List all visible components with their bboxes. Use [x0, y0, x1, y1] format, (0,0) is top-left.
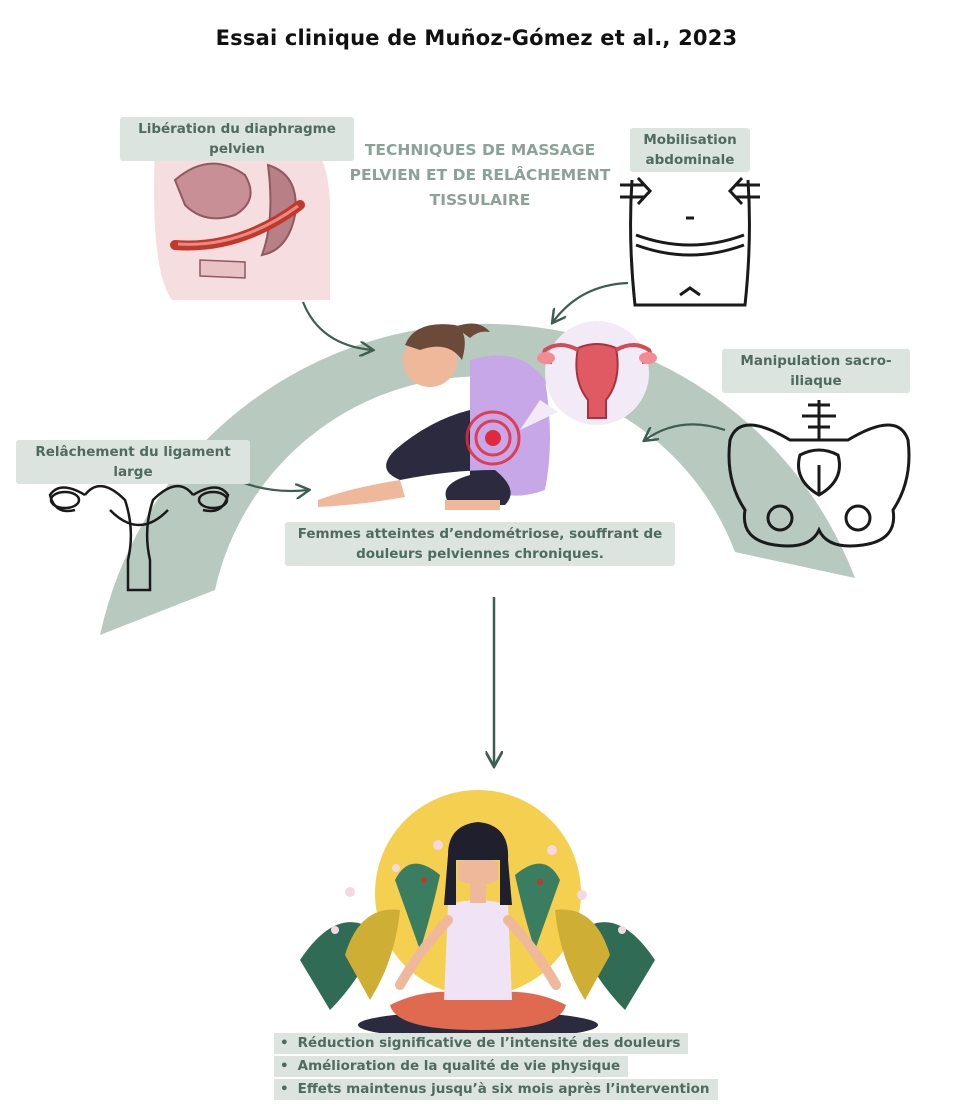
arrow-abdominal	[553, 281, 629, 322]
sitting-woman-icon	[318, 323, 550, 510]
abdomen-icon	[620, 176, 760, 307]
uterus-icon	[520, 321, 657, 430]
diagram-title: Essai clinique de Muñoz-Gómez et al., 20…	[215, 26, 738, 50]
outcome-item: Amélioration de la qualité de vie physiq…	[274, 1056, 629, 1077]
label-sacroiliac: Manipulation sacro-iliaque	[722, 349, 910, 393]
label-abdominal: Mobilisation abdominale	[630, 128, 750, 172]
pelvic-floor-diagram-icon	[154, 133, 330, 300]
outcomes-list: Réduction significative de l’intensité d…	[274, 1033, 718, 1102]
pelvis-bone-icon	[727, 400, 911, 548]
outcome-item: Effets maintenus jusqu’à six mois après …	[274, 1079, 718, 1100]
technique-arc	[100, 323, 855, 635]
outcome-item: Réduction significative de l’intensité d…	[274, 1033, 689, 1054]
uterus-outline-icon	[48, 485, 230, 592]
section-title: TECHNIQUES DE MASSAGE PELVIEN ET DE RELÂ…	[349, 141, 611, 209]
label-ligament: Relâchement du ligament large	[16, 440, 250, 484]
label-diaphragm: Libération du diaphragme pelvien	[120, 117, 354, 161]
population-label: Femmes atteintes d’endométriose, souffra…	[285, 522, 675, 566]
meditating-woman-icon	[300, 790, 655, 1039]
arrow-diaphragm	[301, 301, 372, 350]
arrow-sacroiliac	[645, 423, 726, 440]
